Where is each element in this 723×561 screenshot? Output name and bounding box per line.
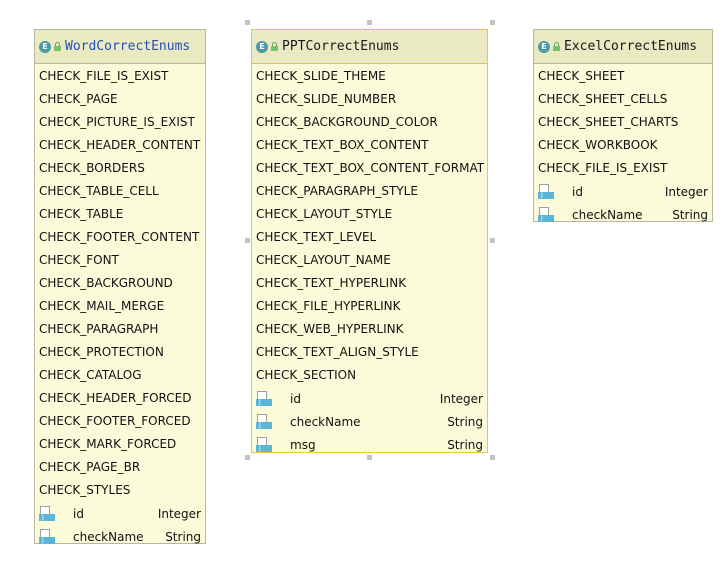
field-row[interactable]: J id Integer [534,180,712,203]
enum-constant[interactable]: CHECK_PARAGRAPH [39,322,159,336]
field-row[interactable]: J checkName String [252,410,487,433]
resize-handle-middle-right[interactable] [490,238,495,243]
excel-correct-enums-class[interactable]: E ExcelCorrectEnums CHECK_SHEET CHECK_SH… [533,29,713,222]
resize-handle-bottom-right[interactable] [490,455,495,460]
enum-constant[interactable]: CHECK_LAYOUT_NAME [256,253,391,267]
enum-constant-list: CHECK_SLIDE_THEME CHECK_SLIDE_NUMBER CHE… [252,64,487,456]
class-title: WordCorrectEnums [65,39,191,54]
field-type: String [447,414,483,429]
field-icon: J [256,413,272,430]
field-name: checkName [572,207,643,222]
enum-constant[interactable]: CHECK_SHEET_CHARTS [538,115,679,129]
class-header[interactable]: E PPTCorrectEnums [252,30,487,64]
word-correct-enums-class[interactable]: E WordCorrectEnums CHECK_FILE_IS_EXIST C… [34,29,206,544]
enum-constant[interactable]: CHECK_TEXT_BOX_CONTENT [256,138,429,152]
field-icon: J [538,206,554,223]
enum-constant[interactable]: CHECK_WEB_HYPERLINK [256,322,404,336]
enum-constant[interactable]: CHECK_BORDERS [39,161,145,175]
enum-constant[interactable]: CHECK_WORKBOOK [538,138,658,152]
enum-constant[interactable]: CHECK_TEXT_BOX_CONTENT_FORMAT [256,161,485,175]
enum-constant[interactable]: CHECK_BACKGROUND [39,276,173,290]
field-name: id [73,506,84,521]
enum-constant[interactable]: CHECK_PROTECTION [39,345,164,359]
field-name: id [572,184,583,199]
field-name: id [290,391,301,406]
lock-icon [271,42,278,51]
enum-constant[interactable]: CHECK_FONT [39,253,119,267]
enum-constant[interactable]: CHECK_FOOTER_CONTENT [39,230,200,244]
enum-constant[interactable]: CHECK_TEXT_ALIGN_STYLE [256,345,419,359]
enum-constant[interactable]: CHECK_FILE_HYPERLINK [256,299,401,313]
enum-icon: E [39,40,51,53]
enum-constant[interactable]: CHECK_SECTION [256,368,357,382]
field-row[interactable]: J id Integer [35,502,205,525]
field-icon: J [39,505,55,522]
enum-constant[interactable]: CHECK_CATALOG [39,368,142,382]
lock-icon [553,42,560,51]
field-icon: J [256,436,272,453]
class-title: ExcelCorrectEnums [564,39,698,54]
field-type: String [165,529,201,544]
class-header[interactable]: E ExcelCorrectEnums [534,30,712,64]
field-name: checkName [290,414,361,429]
resize-handle-top-middle[interactable] [367,20,372,25]
field-type: Integer [664,184,708,199]
resize-handle-top-left[interactable] [245,20,250,25]
enum-constant[interactable]: CHECK_PAGE_BR [39,460,141,474]
enum-constant[interactable]: CHECK_TEXT_HYPERLINK [256,276,407,290]
field-icon: J [256,390,272,407]
class-header[interactable]: E WordCorrectEnums [35,30,205,64]
enum-constant[interactable]: CHECK_FOOTER_FORCED [39,414,191,428]
enum-constant[interactable]: CHECK_HEADER_CONTENT [39,138,201,152]
field-icon: J [538,183,554,200]
enum-constant[interactable]: CHECK_TEXT_LEVEL [256,230,377,244]
enum-constant[interactable]: CHECK_STYLES [39,483,131,497]
enum-constant[interactable]: CHECK_FILE_IS_EXIST [538,161,668,175]
ppt-correct-enums-class[interactable]: E PPTCorrectEnums CHECK_SLIDE_THEME CHEC… [251,29,488,453]
enum-constant[interactable]: CHECK_TABLE [39,207,124,221]
enum-constant[interactable]: CHECK_PARAGRAPH_STYLE [256,184,418,198]
resize-handle-middle-left[interactable] [245,238,250,243]
field-name: checkName [73,529,144,544]
field-row[interactable]: J checkName String [35,525,205,548]
field-type: Integer [439,391,483,406]
enum-constant[interactable]: CHECK_MARK_FORCED [39,437,177,451]
field-name: msg [290,437,316,452]
field-type: Integer [157,506,201,521]
resize-handle-bottom-middle[interactable] [367,455,372,460]
field-row[interactable]: J checkName String [534,203,712,226]
field-icon: J [39,528,55,545]
field-type: String [447,437,483,452]
enum-constant-list: CHECK_FILE_IS_EXIST CHECK_PAGE CHECK_PIC… [35,64,205,548]
field-type: String [672,207,708,222]
field-row[interactable]: J msg String [252,433,487,456]
enum-constant[interactable]: CHECK_SLIDE_THEME [256,69,386,83]
resize-handle-bottom-left[interactable] [245,455,250,460]
enum-constant-list: CHECK_SHEET CHECK_SHEET_CELLS CHECK_SHEE… [534,64,712,226]
enum-constant[interactable]: CHECK_SHEET_CELLS [538,92,668,106]
enum-constant[interactable]: CHECK_PAGE [39,92,118,106]
enum-constant[interactable]: CHECK_TABLE_CELL [39,184,159,198]
enum-icon: E [538,40,550,53]
enum-constant[interactable]: CHECK_FILE_IS_EXIST [39,69,169,83]
lock-icon [54,42,61,51]
enum-constant[interactable]: CHECK_LAYOUT_STYLE [256,207,393,221]
enum-constant[interactable]: CHECK_SHEET [538,69,625,83]
resize-handle-top-right[interactable] [490,20,495,25]
enum-icon: E [256,40,268,53]
enum-constant[interactable]: CHECK_PICTURE_IS_EXIST [39,115,195,129]
enum-constant[interactable]: CHECK_SLIDE_NUMBER [256,92,397,106]
enum-constant[interactable]: CHECK_HEADER_FORCED [39,391,192,405]
enum-constant[interactable]: CHECK_BACKGROUND_COLOR [256,115,438,129]
class-title: PPTCorrectEnums [282,39,400,54]
enum-constant[interactable]: CHECK_MAIL_MERGE [39,299,165,313]
field-row[interactable]: J id Integer [252,387,487,410]
